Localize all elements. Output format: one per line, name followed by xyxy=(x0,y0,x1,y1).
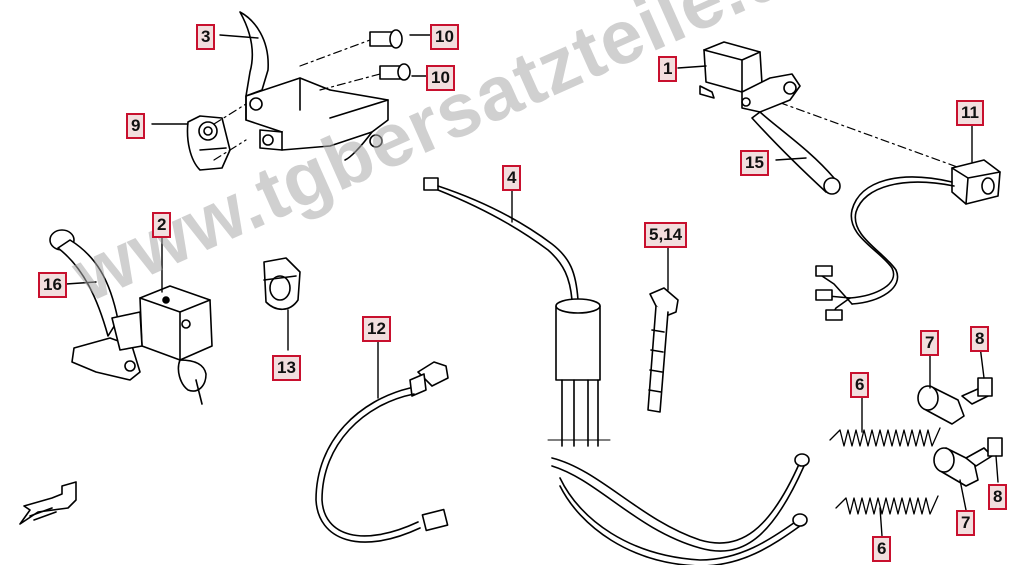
callout-11: 11 xyxy=(956,100,984,126)
cable-part xyxy=(423,177,810,565)
callout-7-upper: 7 xyxy=(920,330,940,356)
callout-7-lower: 7 xyxy=(956,510,976,536)
sensor-cable-part xyxy=(315,361,449,543)
clamp-half-part xyxy=(186,115,231,171)
right-switch-harness-part xyxy=(815,159,1001,321)
callout-6-upper: 6 xyxy=(850,372,870,398)
front-arrow-icon xyxy=(19,481,77,525)
callout-3: 3 xyxy=(196,24,216,50)
callout-4: 4 xyxy=(502,165,522,191)
callout-10-upper: 10 xyxy=(430,24,459,50)
callout-16: 16 xyxy=(38,272,67,298)
bolt-part xyxy=(369,29,411,81)
leader-lines xyxy=(65,34,999,537)
callout-1: 1 xyxy=(658,56,678,82)
cable-tie-part xyxy=(647,287,679,413)
clamp-half-small-part xyxy=(263,257,301,311)
right-switch-lever-part xyxy=(699,41,841,195)
callout-13: 13 xyxy=(272,355,301,381)
adjuster-part xyxy=(917,377,1003,487)
callout-15: 15 xyxy=(740,150,769,176)
callout-9: 9 xyxy=(126,113,146,139)
spring-part xyxy=(829,427,941,515)
callout-6-lower: 6 xyxy=(872,536,892,562)
callout-5-14: 5,14 xyxy=(644,222,688,248)
callout-10-lower: 10 xyxy=(426,65,455,91)
callout-8-lower: 8 xyxy=(988,484,1008,510)
left-master-cylinder-part xyxy=(49,229,213,405)
callout-12: 12 xyxy=(362,316,391,342)
callout-2: 2 xyxy=(152,212,172,238)
clamp-bracket-part xyxy=(239,11,389,161)
callout-8-upper: 8 xyxy=(970,326,990,352)
